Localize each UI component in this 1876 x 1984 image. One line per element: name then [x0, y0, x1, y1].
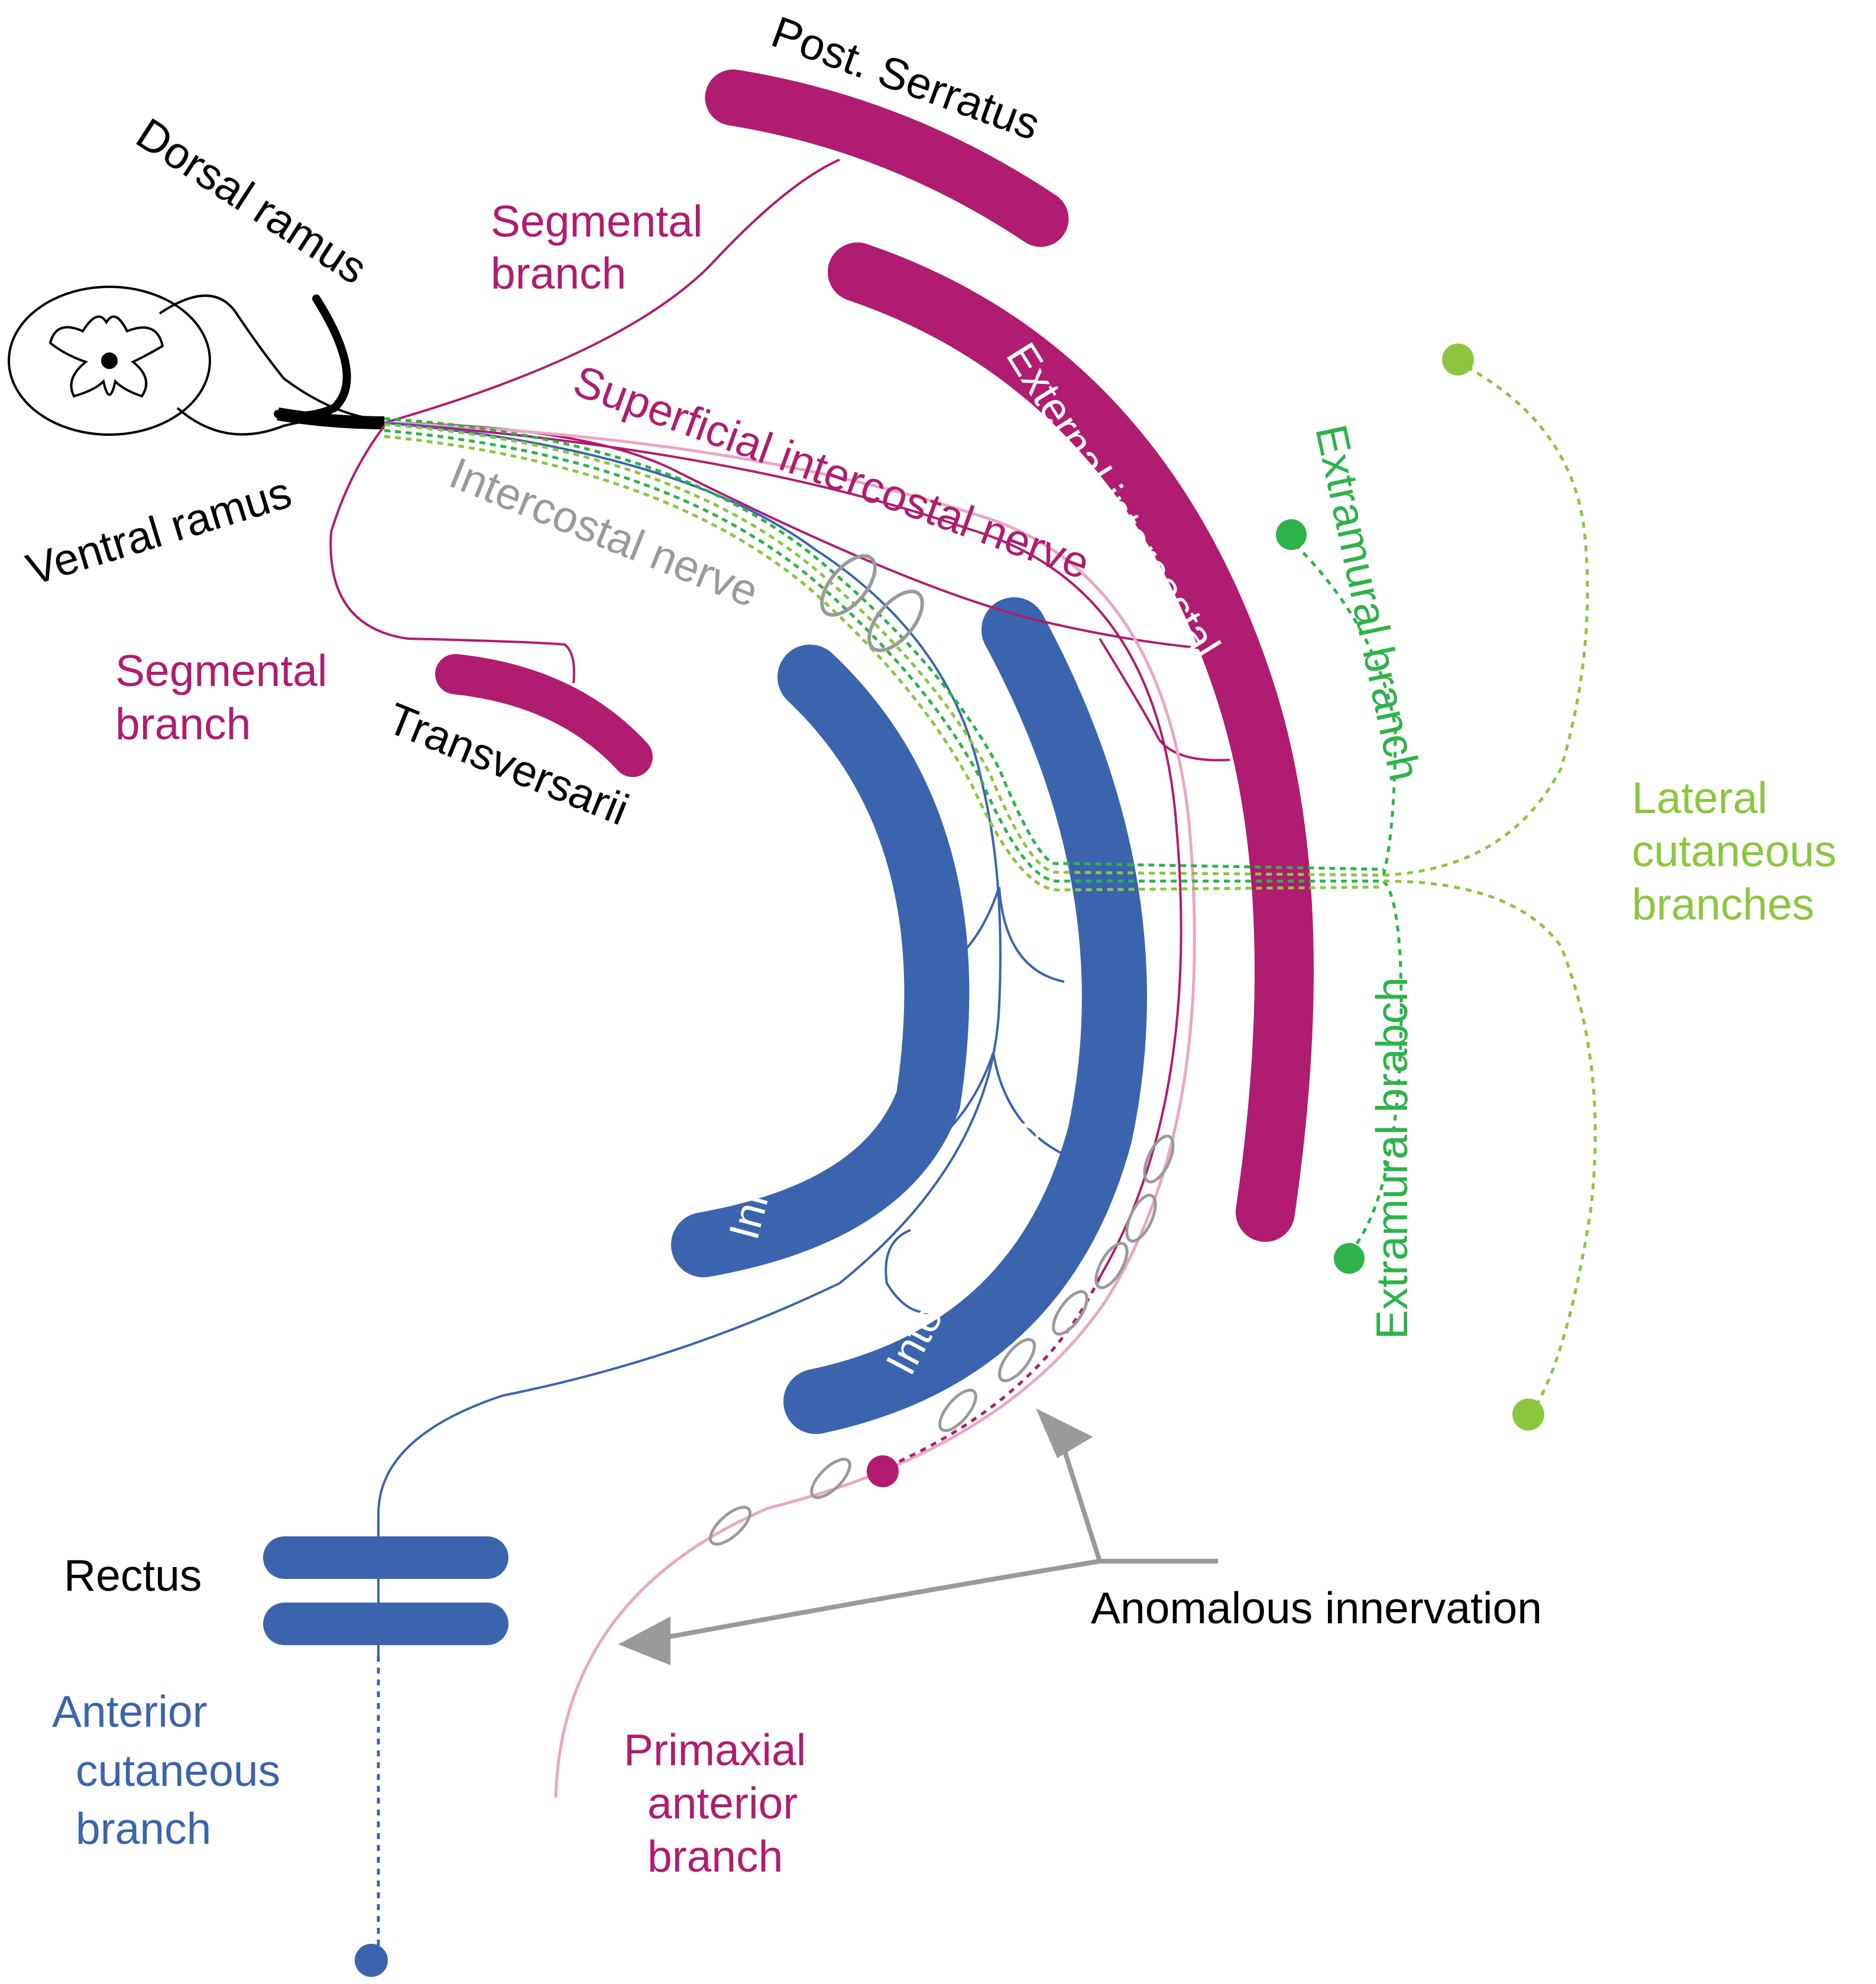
anomalous-innervation-rings	[709, 1134, 1175, 1546]
segmental-branch-lower-nerve	[329, 425, 575, 684]
segmental-branch-upper-label: Segmental branch	[491, 196, 715, 298]
lateral-cutaneous-branches-label: Lateral cutaneous branches	[1632, 773, 1849, 929]
post-serratus-muscle	[705, 69, 1069, 247]
lateral-cutaneous-branch-upper	[1383, 365, 1589, 877]
primaxial-terminal-dot	[867, 1455, 899, 1487]
anterior-cutaneous-branch-label: Anterior cutaneous branch	[52, 1687, 293, 1853]
extramural-lower-terminal-dot	[1334, 1243, 1365, 1274]
extramural-upper-terminal-dot	[1276, 519, 1307, 550]
rectus-label: Rectus	[64, 1551, 202, 1600]
extramural-branch-lower-label: Extramural brabch	[1367, 977, 1417, 1339]
lateral-upper-terminal-dot	[1442, 344, 1474, 376]
lateral-cutaneous-bundle	[384, 417, 1384, 892]
extramural-branch-upper	[1294, 543, 1397, 876]
dorsal-ramus-label: Dorsal ramus	[128, 108, 376, 293]
external-intercostal-muscle	[828, 242, 1314, 1242]
internal-intercostal-muscle	[783, 597, 1147, 1434]
intercostal-nerve-rings	[820, 554, 924, 652]
intercostal-nerve-label: Intercostal nerve	[443, 448, 766, 617]
segmental-branch-lower-label: Segmental branch	[115, 646, 339, 749]
ventral-ramus-nerve	[277, 407, 385, 429]
anomalous-innervation-label: Anomalous innervation	[1091, 1583, 1542, 1633]
rectus-muscle	[263, 1536, 508, 1645]
lateral-lower-terminal-dot	[1512, 1399, 1544, 1430]
anomalous-innervation-arrows	[618, 1408, 1218, 1665]
transversarii-muscle	[435, 654, 653, 777]
extramural-branch-upper-label: Extramural branch	[1306, 420, 1430, 785]
primaxial-anterior-branch-label: Primaxial anterior branch	[624, 1725, 818, 1881]
innermost-intercostal-muscle	[671, 645, 970, 1277]
ventral-ramus-label: Ventral ramus	[21, 467, 297, 595]
intercostal-nerve-blue	[377, 422, 1002, 1656]
anterior-cutaneous-terminal-dot	[355, 1944, 388, 1977]
extramural-branch-lower	[1352, 880, 1403, 1249]
segmental-branch-upper-nerve	[384, 158, 840, 424]
primaxial-anterior-nerve	[384, 421, 1196, 1798]
